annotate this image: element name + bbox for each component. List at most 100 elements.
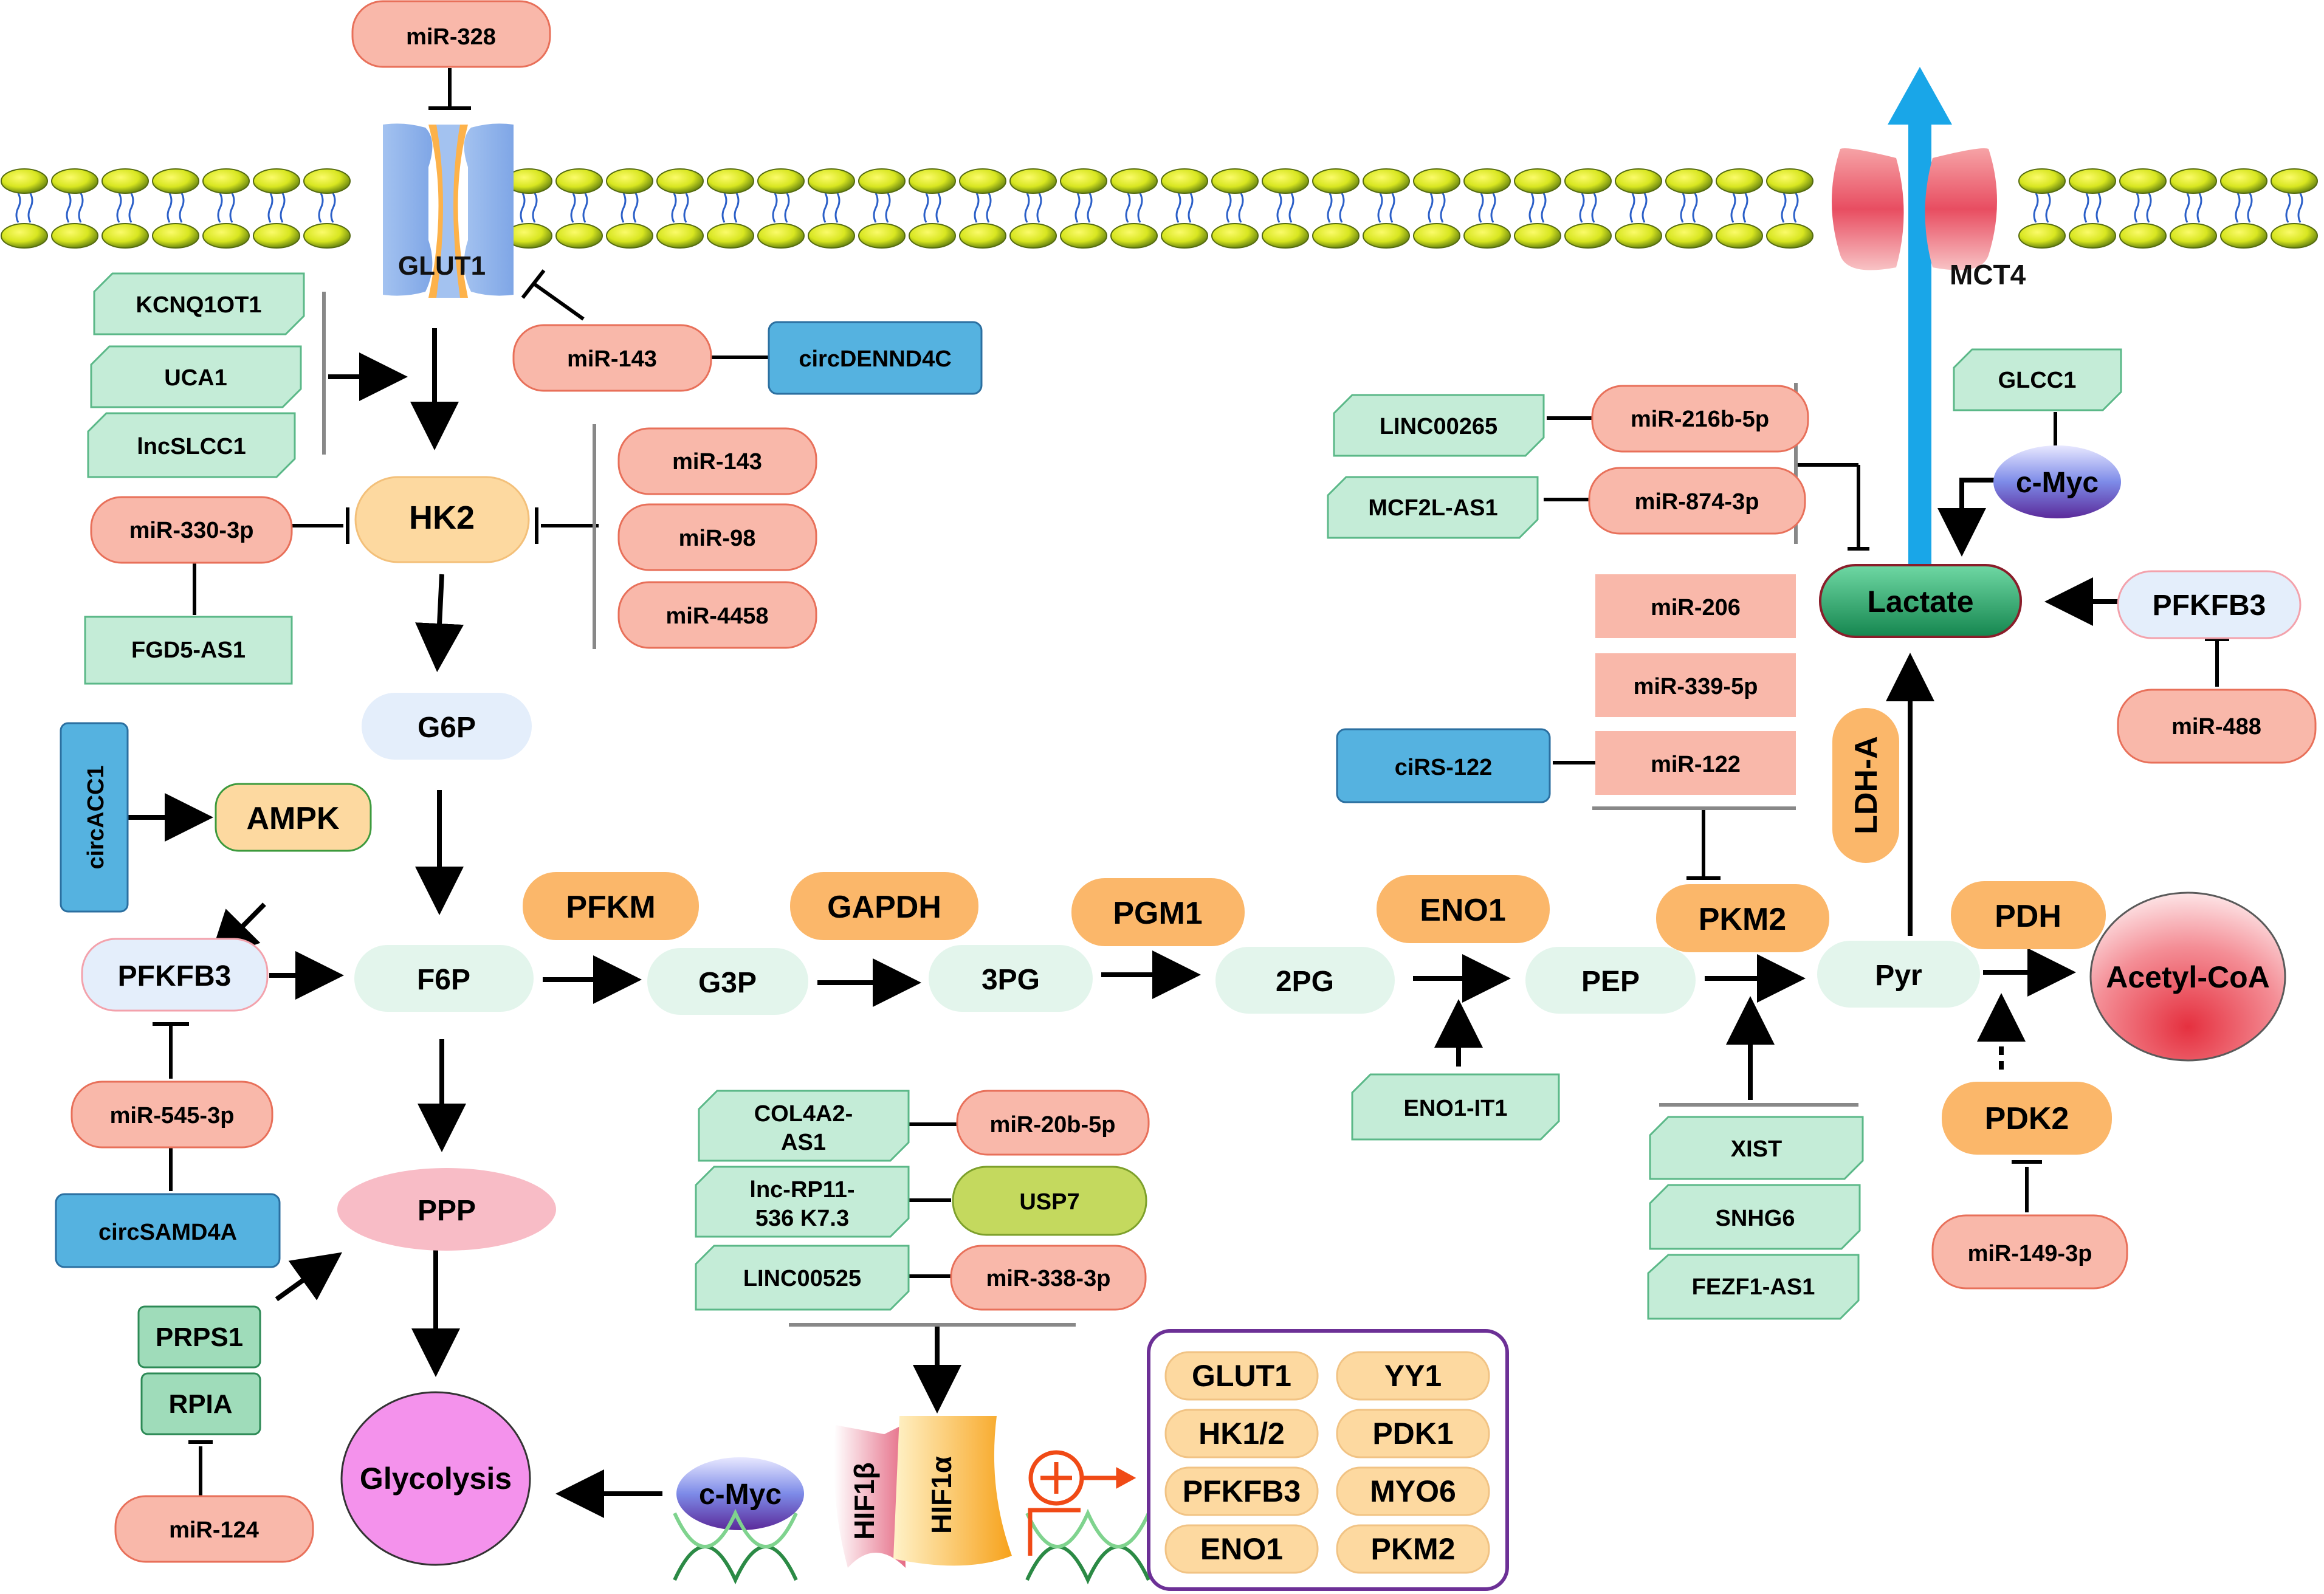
col4a2-as1-label-line1: COL4A2-: [754, 1101, 853, 1127]
mir-124-label: miR-124: [169, 1517, 259, 1543]
pgm1-label: PGM1: [1113, 896, 1202, 931]
target-gene-pill: [1164, 1466, 1319, 1516]
mir-330-3p-label: miR-330-3p: [129, 518, 254, 543]
mir-216b-5p-label: miR-216b-5p: [1631, 407, 1769, 432]
lncrna-nodes: [84, 272, 2122, 1320]
snhg6-label: SNHG6: [1716, 1206, 1795, 1231]
target-gene-label: MYO6: [1370, 1474, 1456, 1508]
hif1b-label: HIF1β: [848, 1462, 880, 1540]
mir-122-label: miR-122: [1651, 752, 1741, 777]
xist-label: XIST: [1731, 1136, 1782, 1162]
glcc1-label: GLCC1: [1998, 368, 2077, 393]
pdk2-label: PDK2: [1985, 1101, 2069, 1136]
dna-helix: [673, 1508, 1150, 1585]
cell-membrane: [1, 168, 2318, 249]
target-gene-label: PFKFB3: [1183, 1474, 1301, 1508]
ampk-label: AMPK: [246, 801, 340, 836]
f6p-label: F6P: [417, 964, 470, 996]
mir-98-label: miR-98: [679, 526, 756, 551]
pfkm-label: PFKM: [566, 890, 655, 925]
activation-plus-icon: [1028, 1450, 1136, 1556]
3pg-label: 3PG: [982, 964, 1040, 996]
cirs-122-label: ciRS-122: [1395, 755, 1493, 780]
pdh-label: PDH: [1995, 899, 2061, 934]
acetyl-coa-label: Acetyl-CoA: [2106, 960, 2269, 994]
ldha-label: LDH-A: [1849, 736, 1884, 834]
ppp-label: PPP: [418, 1195, 476, 1227]
target-gene-pill: [1336, 1524, 1490, 1574]
lnc-rp11-label-line2: 536 K7.3: [755, 1206, 849, 1231]
pkm2-label: PKM2: [1699, 902, 1786, 937]
g6p-label: G6P: [418, 712, 476, 744]
prps1-label: PRPS1: [156, 1322, 243, 1352]
fgd5-as1-label: FGD5-AS1: [131, 637, 246, 663]
mir-143-glut1-label: miR-143: [567, 346, 657, 372]
col4a2-as1-label-line2: AS1: [781, 1130, 826, 1155]
target-gene-label: YY1: [1384, 1359, 1442, 1393]
glut1-transporter: GLUT1: [383, 123, 514, 298]
target-gene-label: ENO1: [1200, 1532, 1283, 1566]
lncrna-labels: KCNQ1OT1 UCA1 lncSLCC1 FGD5-AS1 LINC0026…: [131, 292, 2076, 1300]
glycolysis-label: Glycolysis: [360, 1462, 512, 1496]
target-gene-pill: [1336, 1351, 1490, 1401]
target-gene-label: PDK1: [1372, 1417, 1453, 1451]
mir-545-3p-label: miR-545-3p: [110, 1103, 235, 1129]
usp7-label: USP7: [1019, 1189, 1079, 1215]
g3p-label: G3P: [698, 967, 757, 999]
mir-488-label: miR-488: [2171, 714, 2261, 740]
circdennd4c-label: circDENND4C: [799, 346, 951, 372]
glut1-label: GLUT1: [398, 251, 486, 281]
target-gene-pill: [1164, 1351, 1319, 1401]
eno1-it1-label: ENO1-IT1: [1403, 1096, 1507, 1121]
mir-339-5p-label: miR-339-5p: [1634, 674, 1758, 699]
metabolite-nodes: HK2 G6P F6P G3P 3PG 2PG PEP Pyr Acetyl-C…: [81, 445, 2302, 1566]
circacc1-label: circACC1: [83, 765, 109, 869]
lncslcc1-label: lncSLCC1: [137, 434, 246, 459]
mir-149-3p-label: miR-149-3p: [1968, 1241, 2092, 1266]
mct4-label: MCT4: [1950, 259, 2026, 290]
lactate-label: Lactate: [1867, 585, 1973, 619]
mir-4458-label: miR-4458: [666, 603, 769, 629]
mir-874-3p-label: miR-874-3p: [1635, 489, 1759, 515]
target-gene-label: GLUT1: [1192, 1359, 1291, 1393]
mir-206-label: miR-206: [1651, 595, 1741, 620]
other-protein-nodes: USP7 PRPS1 RPIA: [137, 1166, 1147, 1435]
gapdh-label: GAPDH: [827, 890, 941, 925]
lnc-rp11-label-line1: lnc-RP11-: [749, 1177, 854, 1203]
mir-143-hk2-label: miR-143: [672, 449, 762, 475]
target-gene-pill: [1164, 1409, 1319, 1458]
circrna-nodes: circDENND4C circACC1 circSAMD4A ciRS-122: [55, 321, 1551, 1268]
pep-label: PEP: [1581, 966, 1640, 998]
target-gene-pill: [1164, 1524, 1319, 1574]
target-gene-label: PKM2: [1371, 1532, 1456, 1566]
mir-328-label: miR-328: [406, 24, 496, 50]
hif-complex: HIF1β HIF1α: [834, 1416, 1012, 1568]
c-myc-bottom-label: c-Myc: [699, 1479, 782, 1511]
arrow-prps1-ppp: [275, 1252, 343, 1302]
uca1-label: UCA1: [164, 365, 227, 391]
arrow-cmyc-lactate: [1937, 478, 1996, 557]
fezf1-as1-label: FEZF1-AS1: [1692, 1274, 1815, 1300]
mct4-transporter: MCT4: [1832, 148, 2026, 290]
c-myc-top-label: c-Myc: [2016, 467, 2099, 499]
mcf2l-as1-label: MCF2L-AS1: [1368, 495, 1497, 521]
target-gene-label: HK1/2: [1198, 1417, 1285, 1451]
target-gene-pill: [1336, 1409, 1490, 1458]
lactate-efflux-arrow: [1888, 67, 1952, 596]
hif1a-label: HIF1α: [926, 1456, 957, 1534]
pfkfb3-right-label: PFKFB3: [2153, 589, 2266, 622]
target-gene-pill: [1336, 1466, 1490, 1516]
enzyme-nodes: PFKM GAPDH PGM1 ENO1 PKM2 PDH PDK2 LDH-A: [523, 708, 2112, 1155]
mirna-nodes: miR-328 miR-143 miR-143 miR-98 miR-4458 …: [70, 0, 2317, 1563]
circsamd4a-label: circSAMD4A: [98, 1220, 237, 1245]
inhibition-lines: [153, 68, 2229, 1498]
kcnq1ot1-label: KCNQ1OT1: [136, 292, 262, 318]
eno1-label: ENO1: [1420, 893, 1506, 928]
linc00525-label: LINC00525: [743, 1266, 861, 1291]
mir-20b-5p-label: miR-20b-5p: [990, 1112, 1116, 1138]
mir-338-3p-label: miR-338-3p: [986, 1266, 1111, 1291]
pyr-label: Pyr: [1875, 960, 1922, 992]
pfkfb3-left-label: PFKFB3: [118, 960, 232, 992]
